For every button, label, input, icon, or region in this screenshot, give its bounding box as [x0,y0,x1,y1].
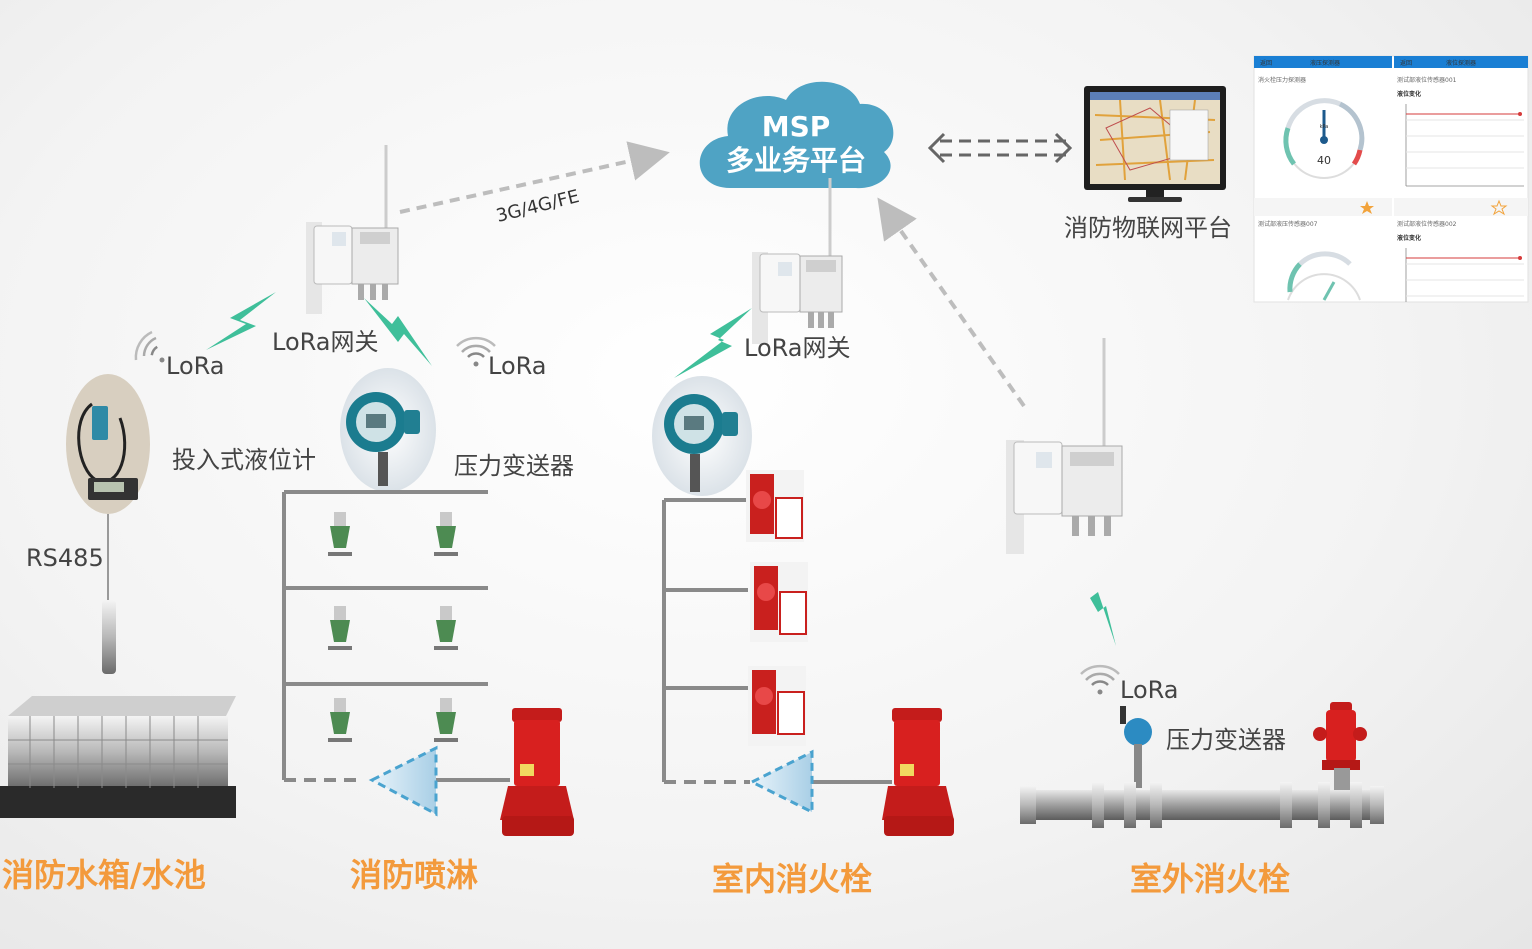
hydrant-cabinets [746,470,808,746]
panel2-tab-title: 液位探测器 [1446,59,1476,67]
panel3-title: 测试部液压传感器007 [1258,220,1318,228]
lora-label-mid: LoRa [488,352,547,380]
lightning-icon [674,308,752,378]
gauge1-value: 40 [1317,154,1331,167]
hydrant-cabinet-icon [750,562,808,642]
panel2-title: 测试部液位传感器001 [1397,76,1457,84]
lora-gateway-2 [752,178,843,344]
link-cloud-platform-bidirectional [927,132,1073,164]
pressure-transmitter-2 [652,376,752,496]
sprinkler-head-icon [434,512,458,556]
lora-label-right: LoRa [1120,676,1179,704]
panel1-tab-title: 液压探测器 [1310,59,1340,67]
panel1-title: 消火栓压力探测器 [1258,76,1306,84]
gateway2-label: LoRa网关 [744,334,851,362]
lightning-icon [364,298,432,366]
level-chart-2 [1405,248,1524,302]
level-chart-1 [1405,104,1524,187]
sprinkler-head-icon [434,698,458,742]
pressure-transmitter-1 [340,368,436,492]
level-meter-label: 投入式液位计 [172,446,316,474]
link-gateway3-to-cloud [877,197,1026,408]
gauge1-unit: kPa [1320,124,1329,130]
rs485-label: RS485 [26,544,104,572]
panel4-subtitle: 液位变化 [1397,234,1421,242]
dashboard-panels: 返回 液压探测器 消火栓压力探测器 kPa 40 返回 液位探测器 测试部液位传… [1253,55,1529,303]
cloud-title-line2: 多业务平台 [726,144,866,177]
link-gateway1-to-cloud [399,141,670,214]
sprinkler-piping [282,490,510,782]
flow-triangle-icon [748,749,814,815]
pressure-gauge-1: kPa 40 [1283,98,1365,179]
panel1-tab-back: 返回 [1260,60,1272,67]
gateway1-label: LoRa网关 [272,328,379,356]
lightning-icon [206,292,276,350]
section-tank: 消防水箱/水池 [2,856,206,894]
panel2-tab-back: 返回 [1400,60,1412,67]
sprinkler-head-icon [434,606,458,650]
hydrant-cabinet-icon [746,470,804,542]
sprinkler-head-icon [328,698,352,742]
outdoor-hydrant [1313,702,1367,790]
sprinkler-heads [328,512,458,742]
pressure1-label: 压力变送器 [454,452,574,480]
hydrant-cabinet-icon [748,666,806,746]
section-indoor: 室内消火栓 [712,860,872,898]
level-meter-device [66,374,150,674]
pressure2-label: 压力变送器 [1166,726,1286,754]
fire-pump-2 [882,708,954,836]
pressure-transmitter-3 [1120,706,1152,788]
indoor-piping [662,498,892,784]
wifi-icon [456,336,496,367]
lora-label-left: LoRa [166,352,225,380]
lightning-icon [1066,556,1116,646]
outdoor-pipe [1020,782,1384,828]
msp-cloud: MSP 多业务平台 [699,81,894,189]
platform-label: 消防物联网平台 [1064,214,1232,242]
section-outdoor: 室外消火栓 [1130,860,1290,898]
fire-pump-1 [500,708,574,836]
water-tank [0,696,236,818]
lora-gateway-1 [306,145,399,314]
cloud-title-line1: MSP [762,110,831,143]
flow-triangle-icon [368,745,438,817]
panel4-title: 测试部液位传感器002 [1397,220,1457,228]
pressure-gauge-2 [1287,251,1361,301]
lora-gateway-3 [1006,338,1123,554]
monitor-icon [1084,86,1226,202]
wifi-icon [1080,664,1120,695]
sprinkler-head-icon [328,512,352,556]
panel2-subtitle: 液位变化 [1397,90,1421,98]
sprinkler-head-icon [328,606,352,650]
wifi-icon [134,330,165,363]
link-label: 3G/4G/FE [494,186,581,227]
section-sprinkler: 消防喷淋 [350,856,478,894]
